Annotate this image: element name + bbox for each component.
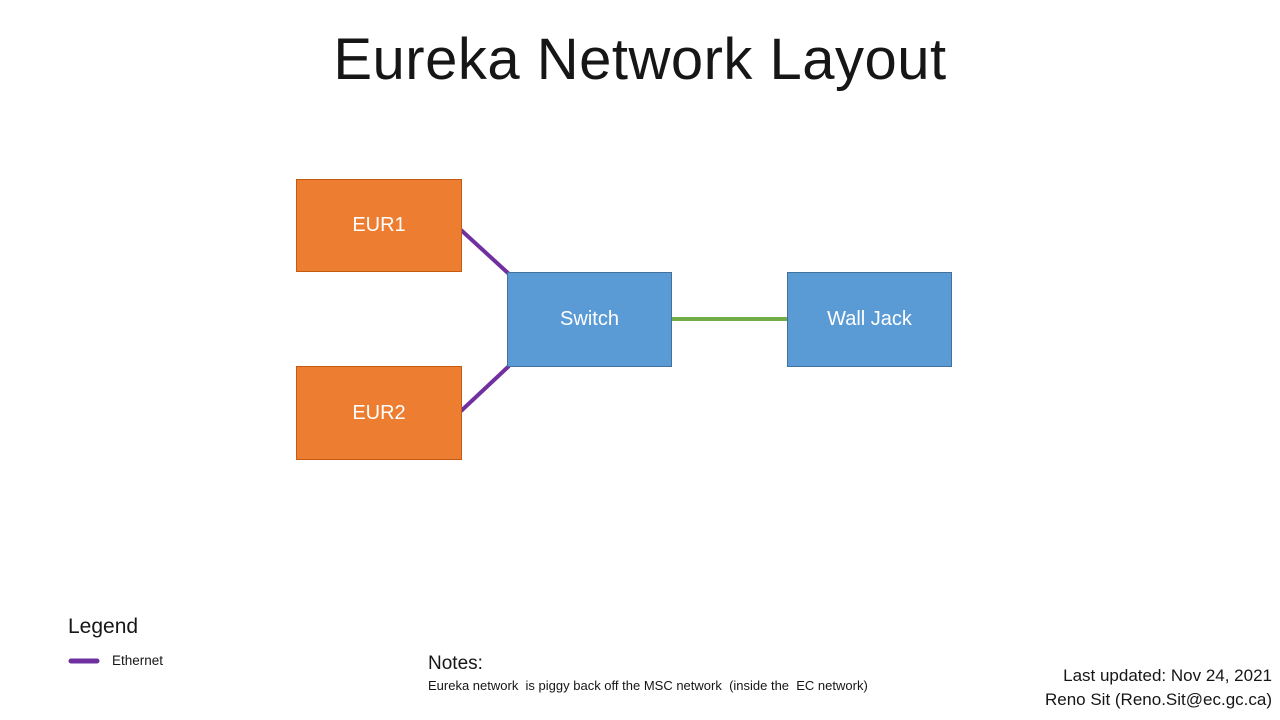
node-eur2: EUR2 [296, 366, 462, 460]
node-switch: Switch [507, 272, 672, 367]
node-walljack: Wall Jack [787, 272, 952, 367]
node-eur1: EUR1 [296, 179, 462, 272]
ethernet-swatch-icon [68, 658, 100, 663]
footer-last-updated: Last updated: Nov 24, 2021 [1063, 666, 1272, 685]
footer-contact: Reno Sit (Reno.Sit@ec.gc.ca) [1044, 689, 1272, 709]
ethernet-line-eur2-switch [459, 364, 511, 413]
notes-heading: Notes: [428, 653, 483, 674]
node-eur1-label: EUR1 [352, 214, 406, 236]
legend-heading: Legend [68, 615, 139, 638]
node-eur2-label: EUR2 [352, 401, 406, 424]
footer: Last updated: Nov 24, 2021 Reno Sit (Ren… [1045, 664, 1272, 711]
ethernet-line-eur1-switch [459, 228, 511, 276]
legend: Legend Ethernet [68, 615, 163, 668]
diagram-title: Eureka Network Layout [333, 27, 947, 92]
legend-item-label: Ethernet [112, 653, 164, 668]
notes-body: Eureka network is piggy back off the MSC… [428, 678, 868, 693]
node-walljack-label: Wall Jack [827, 308, 912, 330]
legend-item-ethernet: Ethernet [68, 653, 163, 668]
node-switch-label: Switch [560, 308, 619, 330]
notes: Notes: Eureka network is piggy back off … [428, 653, 868, 693]
